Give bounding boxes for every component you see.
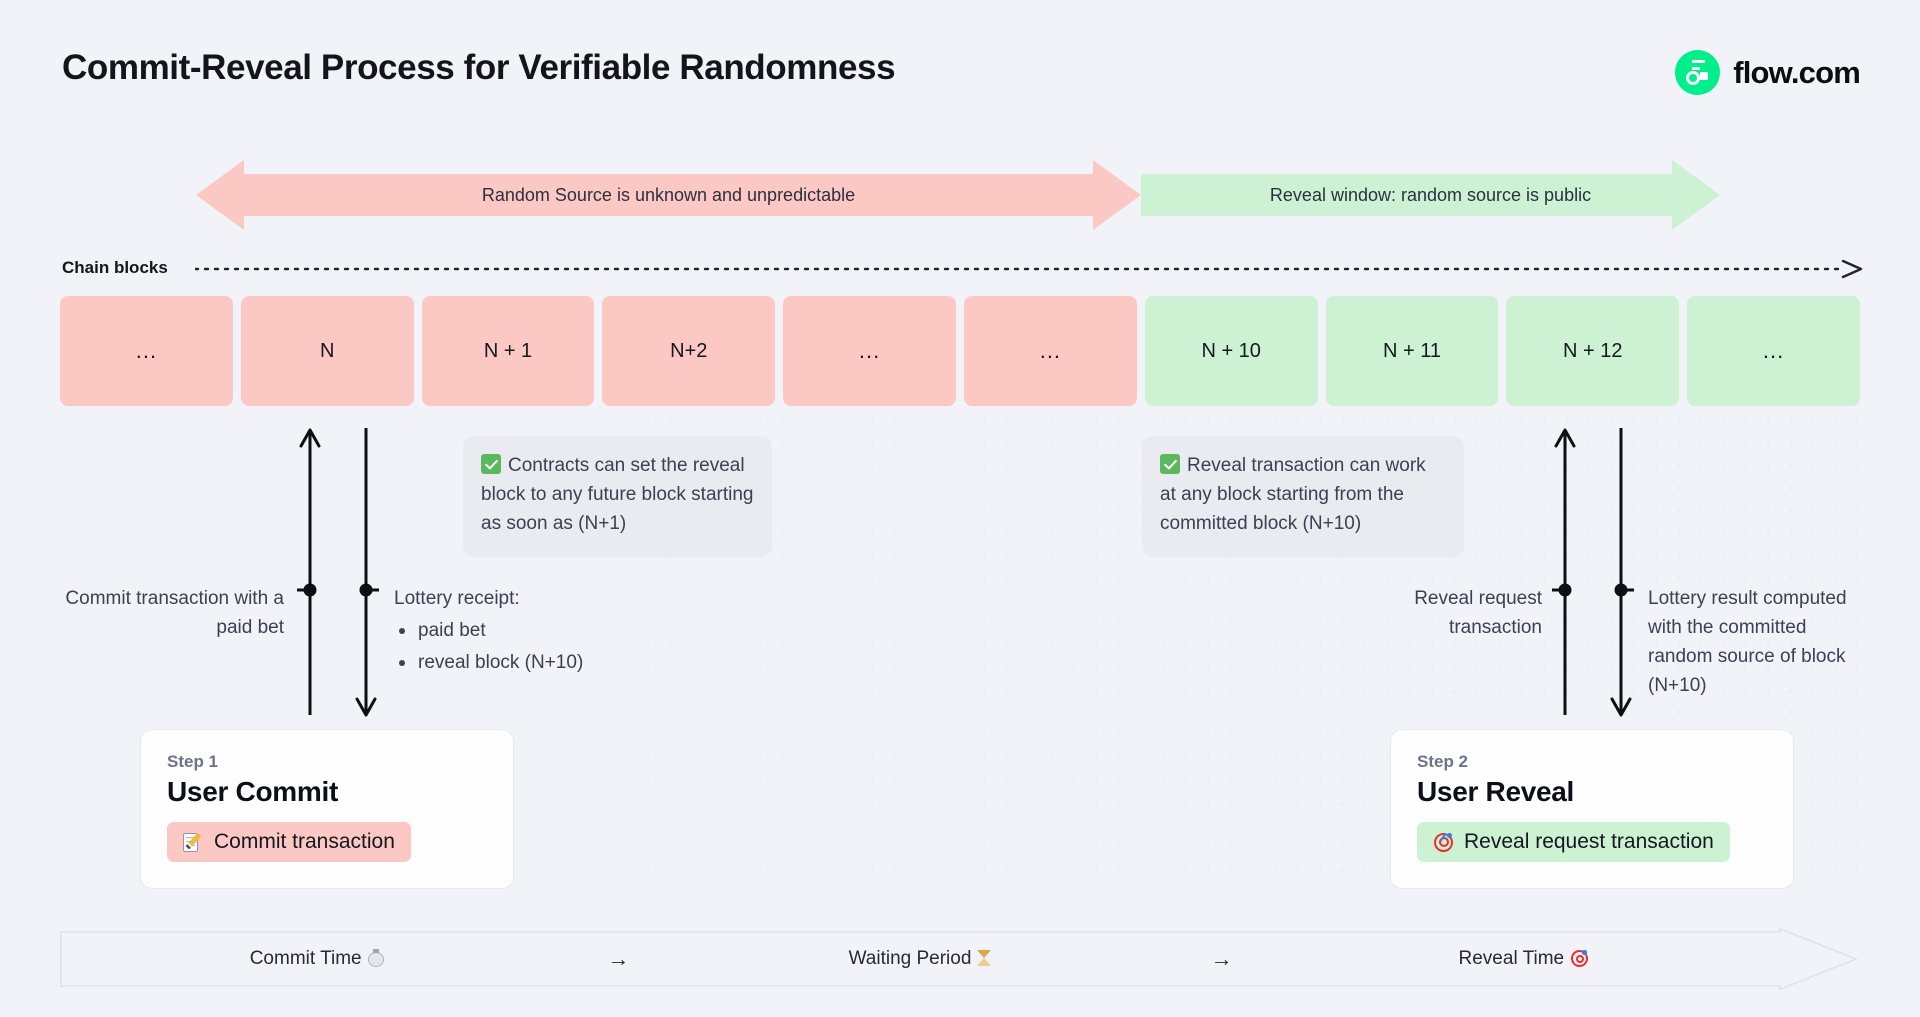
stopwatch-icon	[367, 949, 384, 967]
reveal-callout: Reveal transaction can work at any block…	[1142, 436, 1464, 557]
check-mark-button-icon	[1160, 454, 1180, 474]
commit-callout-text: Contracts can set the reveal block to an…	[481, 455, 754, 534]
phase-reveal-window: Reveal window: random source is public	[1141, 156, 1720, 234]
timeline-segment-waiting-period: Waiting Period	[663, 948, 1176, 970]
lottery-result-label: Lottery result computed with the committ…	[1648, 588, 1847, 696]
double-arrow-shape	[196, 160, 1141, 230]
arrow-right-icon: →	[1210, 946, 1233, 971]
page-title: Commit-Reveal Process for Verifiable Ran…	[62, 48, 896, 87]
timeline-segment-reveal-time: Reveal Time	[1267, 948, 1780, 970]
commit-transaction-label: Commit transaction with a paid bet	[65, 588, 284, 638]
chain-block[interactable]: N + 10	[1144, 296, 1318, 406]
timeline-arrow-outline	[60, 928, 1859, 990]
chain-block[interactable]: ...	[783, 296, 956, 406]
reveal-request-pill-label: Reveal request transaction	[1464, 830, 1714, 853]
commit-transaction-pill-label: Commit transaction	[214, 830, 395, 853]
timeline-label: Reveal Time	[1458, 948, 1565, 969]
chain-block[interactable]: N+2	[602, 296, 776, 406]
receipt-connector-down-arrow	[353, 425, 379, 720]
lottery-receipt-list: paid bet reveal block (N+10)	[394, 617, 724, 678]
chain-block[interactable]: N + 1	[421, 296, 595, 406]
step-title: User Reveal	[1417, 776, 1575, 807]
chain-blocks-row: ... N N + 1 N+2 ... ... N + 10 N + 11 N …	[60, 296, 1860, 406]
brand-name: flow.com	[1733, 54, 1861, 90]
memo-icon	[183, 832, 204, 853]
chain-block[interactable]: ...	[1687, 296, 1860, 406]
result-connector-down-arrow	[1608, 425, 1634, 720]
step-kicker: Step 2	[1417, 752, 1469, 771]
reveal-request-label: Reveal request transaction	[1414, 588, 1542, 638]
direct-hit-icon	[1433, 832, 1454, 853]
chain-timeline-dotted-arrow	[195, 258, 1863, 280]
right-arrow-shape	[1141, 160, 1720, 230]
list-item: paid bet	[394, 617, 724, 646]
lottery-receipt-label: Lottery receipt: paid bet reveal block (…	[394, 585, 724, 678]
phase-random-unknown: Random Source is unknown and unpredictab…	[196, 156, 1141, 234]
check-mark-button-icon	[481, 454, 501, 474]
phase-label-unknown: Random Source is unknown and unpredictab…	[481, 184, 856, 205]
chain-blocks-label: Chain blocks	[62, 258, 168, 277]
flow-logo-icon	[1675, 50, 1721, 95]
reveal-callout-text: Reveal transaction can work at any block…	[1160, 455, 1426, 534]
direct-hit-icon	[1571, 950, 1589, 967]
step-card-user-reveal[interactable]: Step 2 User Reveal Reveal request transa…	[1390, 729, 1794, 889]
phase-arrow-row: Random Source is unknown and unpredictab…	[196, 156, 1720, 234]
chain-block[interactable]: ...	[60, 296, 233, 406]
arrow-right-icon: →	[607, 946, 630, 971]
brand-logo: flow.com	[1675, 50, 1861, 95]
phase-label-reveal: Reveal window: random source is public	[1269, 184, 1592, 205]
chain-block[interactable]: N + 11	[1325, 296, 1499, 406]
commit-callout: Contracts can set the reveal block to an…	[463, 436, 772, 557]
chain-block[interactable]: N	[240, 296, 414, 406]
step-kicker: Step 1	[167, 752, 219, 771]
commit-connector-up-arrow	[297, 425, 323, 720]
timeline-segment-commit-time: Commit Time	[60, 948, 573, 970]
lottery-receipt-title: Lottery receipt:	[394, 588, 520, 609]
commit-transaction-pill[interactable]: Commit transaction	[167, 822, 411, 862]
list-item: reveal block (N+10)	[394, 649, 724, 678]
timeline-label: Commit Time	[249, 948, 362, 969]
chain-block[interactable]: N + 12	[1506, 296, 1680, 406]
step-card-user-commit[interactable]: Step 1 User Commit Commit transaction	[140, 729, 514, 889]
timeline-label: Waiting Period	[848, 948, 972, 969]
reveal-request-pill[interactable]: Reveal request transaction	[1417, 822, 1730, 862]
chain-block[interactable]: ...	[963, 296, 1137, 406]
step-title: User Commit	[167, 776, 338, 807]
reveal-connector-up-arrow	[1552, 425, 1578, 720]
hourglass-icon	[977, 949, 992, 967]
bottom-timeline: Commit Time → Waiting Period → Reveal Ti…	[60, 928, 1860, 990]
